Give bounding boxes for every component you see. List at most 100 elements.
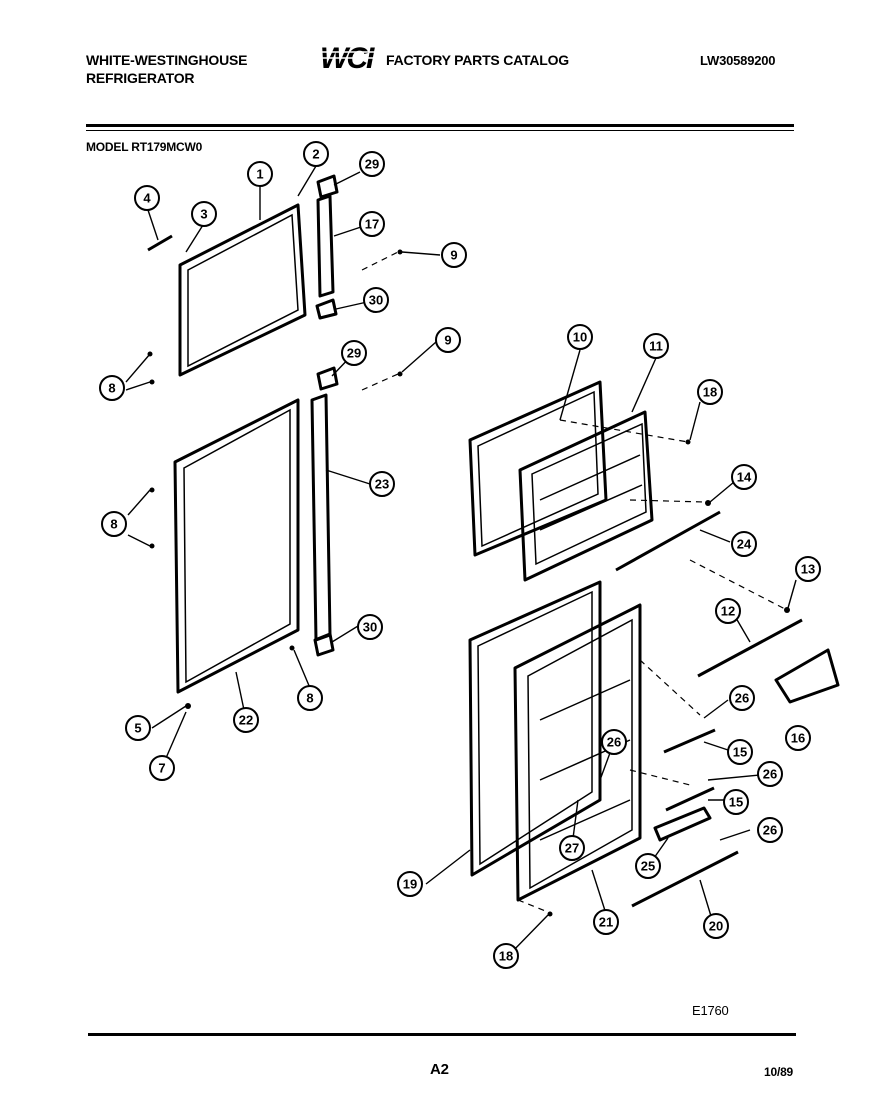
- callout-12: 12: [715, 598, 741, 624]
- callout-10: 10: [567, 324, 593, 350]
- svg-text:10: 10: [573, 330, 587, 345]
- svg-text:2: 2: [312, 147, 319, 162]
- callout-20: 20: [703, 913, 729, 939]
- svg-text:26: 26: [763, 767, 777, 782]
- svg-text:18: 18: [499, 949, 513, 964]
- callout-30a: 30: [363, 287, 389, 313]
- svg-text:20: 20: [709, 919, 723, 934]
- part-fresh-food-door-liner: [513, 603, 642, 902]
- svg-text:4: 4: [143, 191, 151, 206]
- callout-18a: 18: [697, 379, 723, 405]
- callout-21: 21: [593, 909, 619, 935]
- callout-11: 11: [643, 333, 669, 359]
- svg-text:5: 5: [134, 721, 141, 736]
- callout-13: 13: [795, 556, 821, 582]
- part-fresh-food-gasket: [173, 398, 300, 694]
- part-freezer-handle: [316, 194, 335, 298]
- leader-lines: [125, 165, 797, 955]
- svg-text:9: 9: [450, 248, 457, 263]
- svg-text:30: 30: [369, 293, 383, 308]
- callout-5: 5: [125, 715, 151, 741]
- callout-23: 23: [369, 471, 395, 497]
- callout-30b: 30: [357, 614, 383, 640]
- callout-15b: 15: [723, 789, 749, 815]
- callout-1: 1: [247, 161, 273, 187]
- part-fresh-food-inner-gasket: [468, 580, 602, 877]
- svg-text:29: 29: [365, 157, 379, 172]
- part-dairy-door: [774, 648, 840, 704]
- svg-text:8: 8: [108, 381, 115, 396]
- svg-text:27: 27: [565, 841, 579, 856]
- callout-7: 7: [149, 755, 175, 781]
- callout-19: 19: [397, 871, 423, 897]
- callout-17: 17: [359, 211, 385, 237]
- svg-text:21: 21: [599, 915, 613, 930]
- callout-3: 3: [191, 201, 217, 227]
- svg-text:26: 26: [735, 691, 749, 706]
- svg-text:26: 26: [607, 735, 621, 750]
- callout-27: 27: [559, 835, 585, 861]
- svg-text:12: 12: [721, 604, 735, 619]
- svg-text:30: 30: [363, 620, 377, 635]
- callout-26d: 26: [757, 817, 783, 843]
- header-rule-thick: [86, 124, 794, 127]
- callout-29b: 29: [341, 340, 367, 366]
- svg-text:8: 8: [110, 517, 117, 532]
- callout-26a: 26: [729, 685, 755, 711]
- part-handle-endcaps: [313, 174, 339, 657]
- svg-text:7: 7: [158, 761, 165, 776]
- part-egg-tray: [653, 806, 712, 842]
- brand-name: WHITE-WESTINGHOUSE: [86, 52, 248, 68]
- svg-text:19: 19: [403, 877, 417, 892]
- svg-text:9: 9: [444, 333, 451, 348]
- svg-text:11: 11: [649, 339, 663, 354]
- callout-4: 4: [134, 185, 160, 211]
- callout-9a: 9: [441, 242, 467, 268]
- svg-text:3: 3: [200, 207, 207, 222]
- svg-text:18: 18: [703, 385, 717, 400]
- product-type: REFRIGERATOR: [86, 70, 195, 86]
- svg-text:23: 23: [375, 477, 389, 492]
- part-freezer-inner-gasket: [468, 380, 608, 557]
- callout-29a: 29: [359, 151, 385, 177]
- callout-15a: 15: [727, 739, 753, 765]
- model-number: MODEL RT179MCW0: [86, 140, 203, 154]
- page-number: A2: [430, 1061, 449, 1078]
- part-freezer-door-liner: [518, 410, 654, 582]
- callout-22: 22: [233, 707, 259, 733]
- callout-8b: 8: [101, 511, 127, 537]
- callout-8c: 8: [297, 685, 323, 711]
- svg-text:24: 24: [737, 537, 752, 552]
- alignment-lines: [361, 251, 788, 913]
- callout-24: 24: [731, 531, 757, 557]
- svg-text:22: 22: [239, 713, 253, 728]
- part-freezer-door-gasket: [178, 203, 307, 377]
- svg-text:13: 13: [801, 562, 815, 577]
- svg-text:16: 16: [791, 731, 805, 746]
- svg-text:1: 1: [256, 167, 263, 182]
- callout-25: 25: [635, 853, 661, 879]
- svg-text:8: 8: [306, 691, 313, 706]
- footer-rule: [88, 1033, 796, 1036]
- part-shelf-bars: [615, 510, 803, 908]
- catalog-title: FACTORY PARTS CATALOG: [386, 52, 569, 68]
- callout-16: 16: [785, 725, 811, 751]
- part-handle-cap: [147, 234, 173, 252]
- callout-2: 2: [303, 141, 329, 167]
- callout-26c: 26: [757, 761, 783, 787]
- header-rule-thin: [86, 130, 794, 131]
- callout-14: 14: [731, 464, 757, 490]
- diagram-code: E1760: [692, 1003, 729, 1018]
- svg-text:14: 14: [737, 470, 752, 485]
- svg-text:17: 17: [365, 217, 379, 232]
- callout-8a: 8: [99, 375, 125, 401]
- wci-logo: WCI: [318, 42, 380, 74]
- callout-26b: 26: [601, 729, 627, 755]
- part-screws: [147, 249, 790, 917]
- part-fresh-food-handle: [310, 393, 332, 642]
- catalog-number: LW30589200: [700, 53, 776, 68]
- svg-text:25: 25: [641, 859, 655, 874]
- svg-text:15: 15: [729, 795, 743, 810]
- callout-18b: 18: [493, 943, 519, 969]
